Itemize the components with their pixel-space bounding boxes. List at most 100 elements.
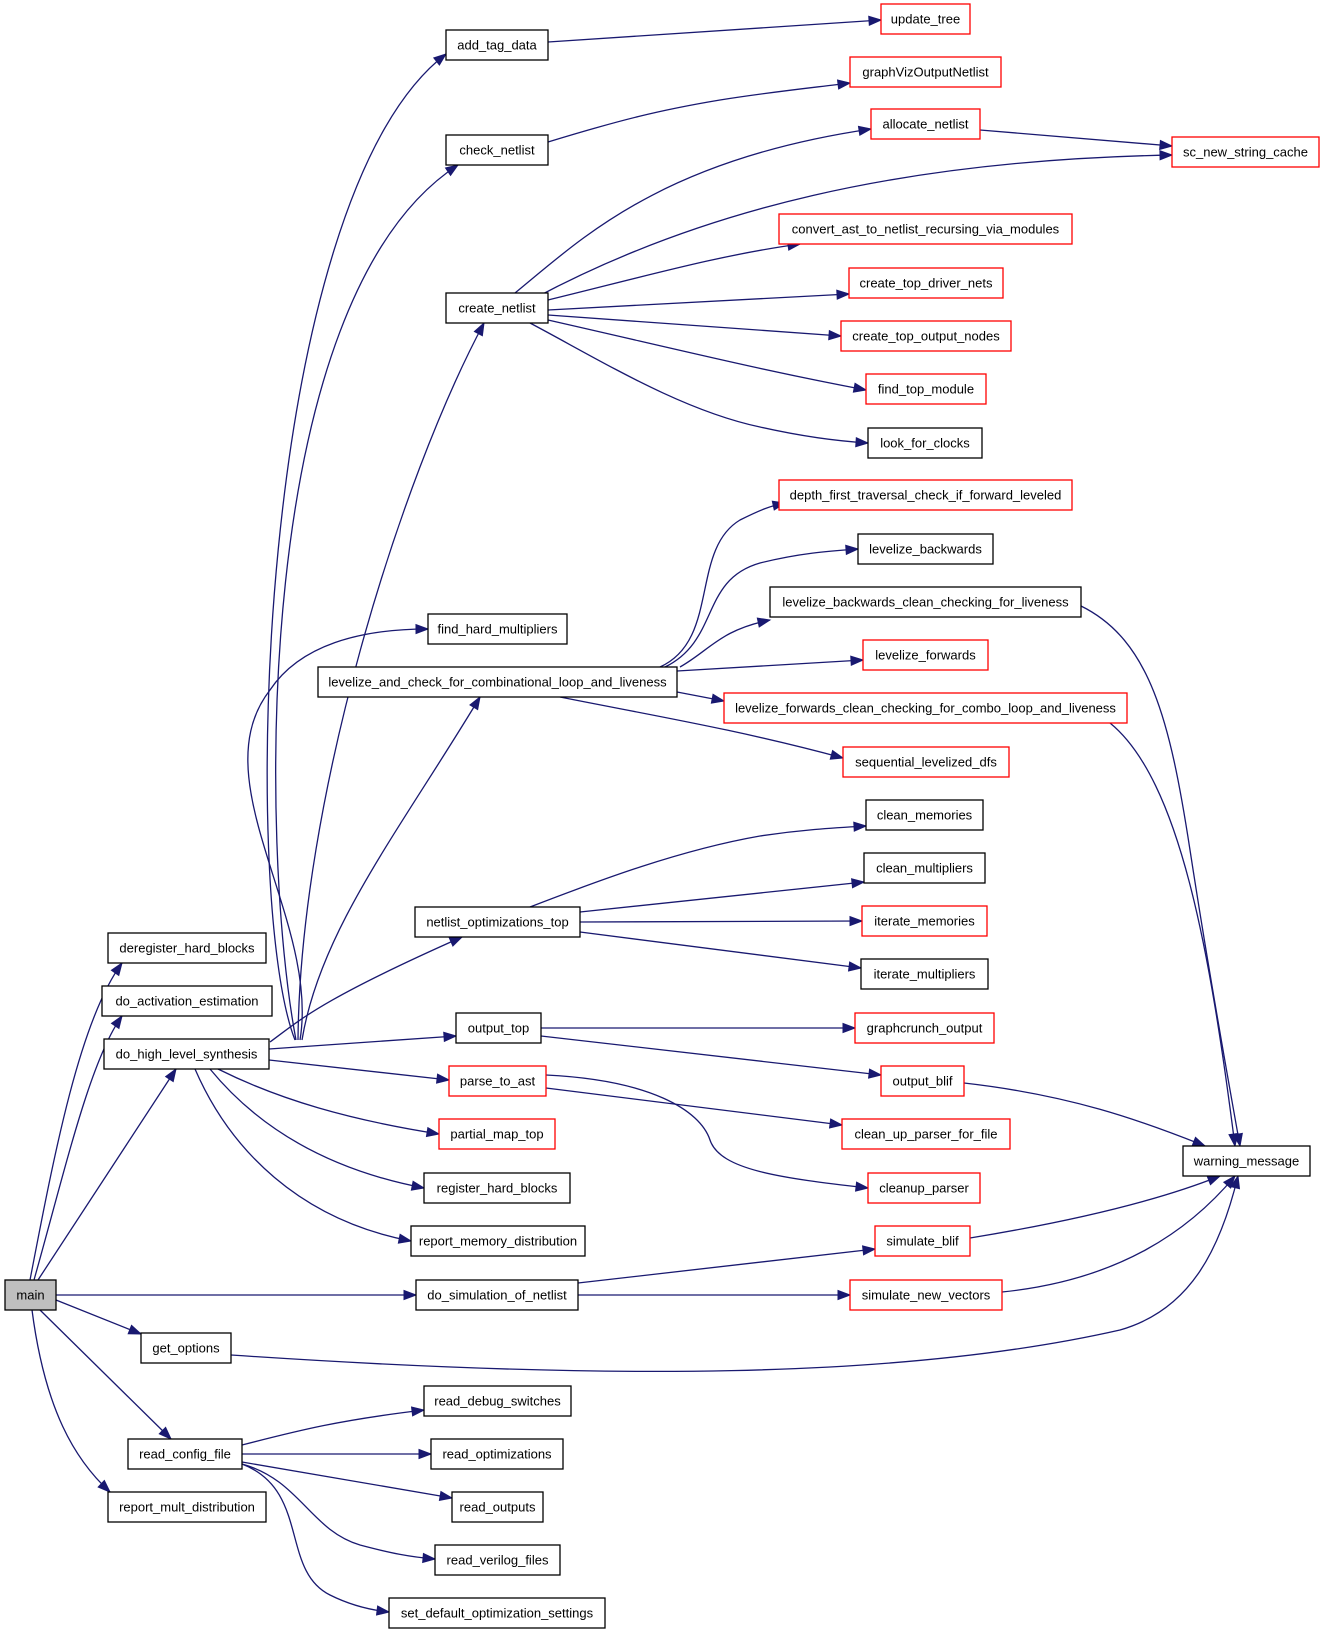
node-check_netlist[interactable]: check_netlist <box>445 134 549 166</box>
node-read_optimizations[interactable]: read_optimizations <box>430 1438 564 1470</box>
node-update_tree[interactable]: update_tree <box>880 3 971 35</box>
node-warning_message[interactable]: warning_message <box>1182 1145 1311 1177</box>
edge-read_config_file-to-read_outputs <box>241 1461 454 1502</box>
node-box <box>880 3 971 35</box>
edge-levelize_forwards_clean-to-warning_message <box>1109 722 1239 1148</box>
arrowhead <box>836 79 852 90</box>
edge-do_high_level_synthesis-to-check_netlist <box>275 164 460 1041</box>
edge-do_high_level_synthesis-to-create_netlist <box>297 321 485 1041</box>
node-box <box>857 533 994 565</box>
node-deregister_hard_blocks[interactable]: deregister_hard_blocks <box>107 932 267 964</box>
node-do_activation_estimation[interactable]: do_activation_estimation <box>101 985 273 1017</box>
node-box <box>870 108 981 140</box>
edge-main-to-report_mult_distribution <box>31 1309 112 1493</box>
arrowhead <box>828 329 843 341</box>
node-levelize_and_check[interactable]: levelize_and_check_for_combinational_loo… <box>317 666 678 698</box>
node-label: iterate_memories <box>874 914 975 929</box>
node-read_verilog_files[interactable]: read_verilog_files <box>434 1544 561 1576</box>
node-box <box>103 1038 270 1070</box>
node-box <box>863 852 986 884</box>
node-label: levelize_forwards <box>875 648 976 663</box>
edge-do_high_level_synthesis-to-find_hard_multipliers <box>247 623 430 1041</box>
node-netlist_optimizations_top[interactable]: netlist_optimizations_top <box>414 906 581 938</box>
node-report_mult_distribution[interactable]: report_mult_distribution <box>107 1491 267 1523</box>
node-box <box>4 1279 57 1311</box>
node-output_top[interactable]: output_top <box>455 1012 542 1044</box>
node-levelize_backwards[interactable]: levelize_backwards <box>857 533 994 565</box>
node-find_top_module[interactable]: find_top_module <box>865 373 987 405</box>
node-cleanup_parser[interactable]: cleanup_parser <box>867 1172 981 1204</box>
node-graphVizOutputNetlist[interactable]: graphVizOutputNetlist <box>849 56 1002 88</box>
node-box <box>849 1279 1003 1311</box>
node-sc_new_string_cache[interactable]: sc_new_string_cache <box>1171 136 1320 168</box>
node-graphcrunch_output[interactable]: graphcrunch_output <box>854 1012 995 1044</box>
node-clean_up_parser_for_file[interactable]: clean_up_parser_for_file <box>841 1118 1011 1150</box>
node-simulate_blif[interactable]: simulate_blif <box>874 1225 971 1257</box>
node-label: read_verilog_files <box>447 1553 549 1568</box>
node-box <box>867 1172 981 1204</box>
node-levelize_backwards_clean[interactable]: levelize_backwards_clean_checking_for_li… <box>769 586 1082 618</box>
node-depth_first[interactable]: depth_first_traversal_check_if_forward_l… <box>778 479 1073 511</box>
node-iterate_multipliers[interactable]: iterate_multipliers <box>860 958 989 990</box>
node-look_for_clocks[interactable]: look_for_clocks <box>867 427 983 459</box>
node-create_top_output_nodes[interactable]: create_top_output_nodes <box>840 320 1012 352</box>
node-box <box>127 1438 243 1470</box>
node-create_top_driver_nets[interactable]: create_top_driver_nets <box>848 267 1004 299</box>
node-clean_memories[interactable]: clean_memories <box>865 799 984 831</box>
node-box <box>867 427 983 459</box>
node-label: do_high_level_synthesis <box>116 1047 258 1062</box>
node-report_memory_distribution[interactable]: report_memory_distribution <box>410 1225 586 1257</box>
arrowhead <box>852 382 868 393</box>
edge-read_config_file-to-read_optimizations <box>242 1448 433 1460</box>
node-partial_map_top[interactable]: partial_map_top <box>438 1118 556 1150</box>
node-levelize_forwards[interactable]: levelize_forwards <box>862 639 989 671</box>
node-clean_multipliers[interactable]: clean_multipliers <box>863 852 986 884</box>
node-label: create_top_driver_nets <box>860 276 993 291</box>
node-box <box>723 692 1128 724</box>
edge-levelize_and_check-to-levelize_backwards_clean <box>679 617 772 668</box>
node-do_simulation_of_netlist[interactable]: do_simulation_of_netlist <box>415 1279 579 1311</box>
node-do_high_level_synthesis[interactable]: do_high_level_synthesis <box>103 1038 270 1070</box>
node-label: do_simulation_of_netlist <box>427 1288 567 1303</box>
node-create_netlist[interactable]: create_netlist <box>445 292 549 324</box>
node-add_tag_data[interactable]: add_tag_data <box>445 29 549 61</box>
arrowhead <box>854 1181 870 1192</box>
arrowhead <box>110 1014 123 1030</box>
edge-simulate_new_vectors-to-warning_message <box>1001 1174 1236 1293</box>
node-read_outputs[interactable]: read_outputs <box>451 1491 544 1523</box>
edge-netlist_optimizations_top-to-clean_memories <box>529 821 868 908</box>
node-sequential_levelized_dfs[interactable]: sequential_levelized_dfs <box>842 746 1010 778</box>
node-simulate_new_vectors[interactable]: simulate_new_vectors <box>849 1279 1003 1311</box>
node-read_config_file[interactable]: read_config_file <box>127 1438 243 1470</box>
arrowhead <box>110 961 123 977</box>
node-allocate_netlist[interactable]: allocate_netlist <box>870 108 981 140</box>
arrowhead <box>851 878 866 889</box>
node-convert_ast[interactable]: convert_ast_to_netlist_recursing_via_mod… <box>778 213 1073 245</box>
edge-do_simulation_of_netlist-to-simulate_blif <box>577 1245 877 1284</box>
edge-main-to-do_high_level_synthesis <box>37 1067 177 1281</box>
node-iterate_memories[interactable]: iterate_memories <box>861 905 988 937</box>
arrowhead <box>710 693 726 704</box>
arrowhead <box>850 655 865 666</box>
node-label: parse_to_ast <box>460 1074 536 1089</box>
node-main[interactable]: main <box>4 1279 57 1311</box>
node-register_hard_blocks[interactable]: register_hard_blocks <box>423 1172 571 1204</box>
node-box <box>854 1012 995 1044</box>
arrowhead <box>829 749 845 760</box>
node-output_blif[interactable]: output_blif <box>880 1065 965 1097</box>
node-label: output_blif <box>893 1074 953 1089</box>
node-parse_to_ast[interactable]: parse_to_ast <box>448 1065 547 1097</box>
edge-do_high_level_synthesis-to-levelize_and_check <box>301 695 481 1041</box>
node-label: warning_message <box>1193 1154 1300 1169</box>
node-get_options[interactable]: get_options <box>140 1332 232 1364</box>
node-label: simulate_blif <box>886 1234 959 1249</box>
node-find_hard_multipliers[interactable]: find_hard_multipliers <box>427 613 568 645</box>
node-label: register_hard_blocks <box>437 1181 558 1196</box>
node-read_debug_switches[interactable]: read_debug_switches <box>423 1385 572 1417</box>
node-box <box>841 1118 1011 1150</box>
node-box <box>862 639 989 671</box>
node-levelize_forwards_clean[interactable]: levelize_forwards_clean_checking_for_com… <box>723 692 1128 724</box>
node-label: output_top <box>468 1021 529 1036</box>
node-box <box>865 373 987 405</box>
node-set_default_optimization_settings[interactable]: set_default_optimization_settings <box>388 1597 606 1629</box>
